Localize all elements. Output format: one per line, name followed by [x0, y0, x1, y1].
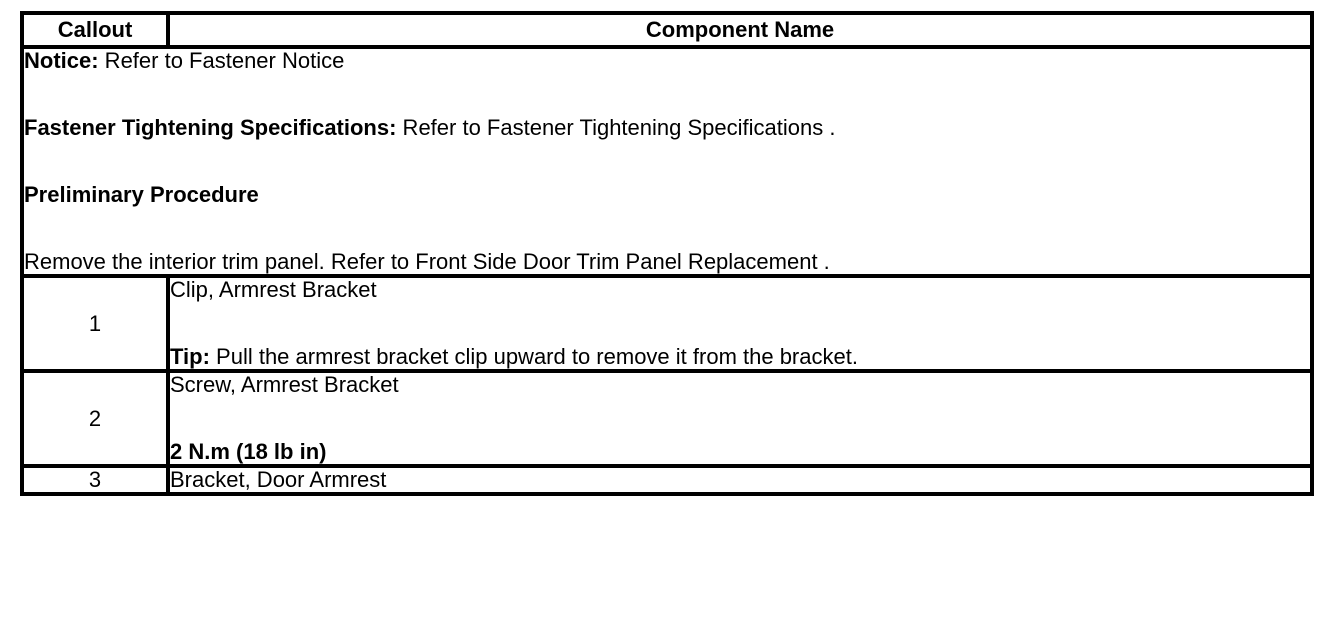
component-cell: Screw, Armrest Bracket 2 N.m (18 lb in): [166, 369, 1314, 468]
component-cell: Clip, Armrest Bracket Tip: Pull the armr…: [166, 274, 1314, 373]
component-name: Bracket, Door Armrest: [170, 467, 387, 492]
component-name-column-header: Component Name: [166, 11, 1314, 49]
notice-row: Notice: Refer to Fastener Notice Fastene…: [20, 45, 1314, 278]
table-row-2: 2 Screw, Armrest Bracket 2 N.m (18 lb in…: [20, 369, 1314, 468]
component-cell: Bracket, Door Armrest: [166, 464, 1314, 496]
fastener-tightening-line: Fastener Tightening Specifications: Refe…: [24, 116, 1310, 140]
callout-number: 1: [20, 274, 170, 373]
callout-number: 3: [20, 464, 170, 496]
table-row-1: 1 Clip, Armrest Bracket Tip: Pull the ar…: [20, 274, 1314, 373]
callout-column-header: Callout: [20, 11, 170, 49]
notice-text: Refer to Fastener Notice: [98, 48, 345, 73]
preliminary-procedure-label: Preliminary Procedure: [24, 182, 259, 207]
component-name: Clip, Armrest Bracket: [170, 277, 377, 302]
torque-value: 2 N.m (18 lb in): [170, 439, 327, 464]
fastener-notice-line: Notice: Refer to Fastener Notice: [24, 49, 1310, 73]
notice-label: Notice:: [24, 48, 99, 73]
preliminary-procedure-text: Remove the interior trim panel. Refer to…: [24, 249, 830, 274]
header-row: Callout Component Name: [20, 11, 1314, 49]
notice-cell: Notice: Refer to Fastener Notice Fastene…: [20, 45, 1314, 278]
preliminary-procedure-heading: Preliminary Procedure: [24, 183, 1310, 207]
torque-spec: 2 N.m (18 lb in): [170, 440, 1310, 464]
tip-label: Tip:: [170, 344, 210, 369]
fastener-specs-text: Refer to Fastener Tightening Specificati…: [396, 115, 836, 140]
tip-text: Pull the armrest bracket clip upward to …: [209, 344, 858, 369]
callout-number: 2: [20, 369, 170, 468]
component-callout-table: Callout Component Name Notice: Refer to …: [20, 11, 1314, 496]
table-row-3: 3 Bracket, Door Armrest: [20, 464, 1314, 496]
tip-line: Tip: Pull the armrest bracket clip upwar…: [170, 345, 1310, 369]
fastener-specs-label: Fastener Tightening Specifications:: [24, 115, 397, 140]
component-name: Screw, Armrest Bracket: [170, 372, 399, 397]
